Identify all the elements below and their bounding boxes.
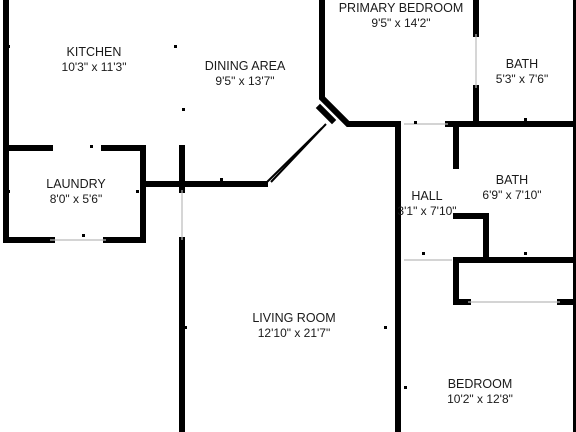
room-name: KITCHEN <box>66 45 122 59</box>
room-dims: 9'5" x 13'7" <box>215 74 275 88</box>
room-bath-2: BATH 6'9" x 7'10" <box>482 173 541 203</box>
room-bedroom: BEDROOM 10'2" x 12'8" <box>447 377 513 407</box>
room-dining-area: DINING AREA 9'5" x 13'7" <box>205 59 286 89</box>
room-name: BATH <box>505 57 539 71</box>
room-dims: 3'1" x 7'10" <box>397 204 457 218</box>
room-living-room: LIVING ROOM 12'10" x 21'7" <box>252 311 335 341</box>
wall-diagonal-inner <box>270 123 327 183</box>
wall-primary-west <box>319 0 399 127</box>
room-dims: 9'5" x 14'2" <box>371 16 431 30</box>
room-dims: 10'2" x 12'8" <box>447 392 513 406</box>
room-name: HALL <box>411 189 443 203</box>
room-laundry: LAUNDRY 8'0" x 5'6" <box>46 177 106 207</box>
wall-bath2-notch <box>453 213 489 263</box>
room-kitchen: KITCHEN 10'3" x 11'3" <box>62 45 127 75</box>
wall-angle-stub <box>315 103 337 125</box>
room-name: BATH <box>495 173 529 187</box>
room-name: LAUNDRY <box>46 177 106 191</box>
room-dims: 12'10" x 21'7" <box>257 326 331 340</box>
room-primary-bedroom: PRIMARY BEDROOM 9'5" x 14'2" <box>339 1 464 31</box>
room-name: LIVING ROOM <box>252 311 336 325</box>
room-dims: 5'3" x 7'6" <box>495 72 549 86</box>
room-name: PRIMARY BEDROOM <box>338 1 464 15</box>
wall-laundry-north-east <box>101 145 146 243</box>
wall-closet-west <box>453 257 471 305</box>
room-dims: 10'3" x 11'3" <box>61 60 127 74</box>
room-name: BEDROOM <box>447 377 513 391</box>
room-bath-1: BATH 5'3" x 7'6" <box>496 57 548 87</box>
wall-laundry-west-south <box>3 145 55 243</box>
dimension-ticks <box>7 45 527 389</box>
room-hall: HALL 3'1" x 7'10" <box>397 189 456 219</box>
room-dims: 6'9" x 7'10" <box>482 188 542 202</box>
room-dims: 8'0" x 5'6" <box>49 192 103 206</box>
room-name: DINING AREA <box>204 59 286 73</box>
